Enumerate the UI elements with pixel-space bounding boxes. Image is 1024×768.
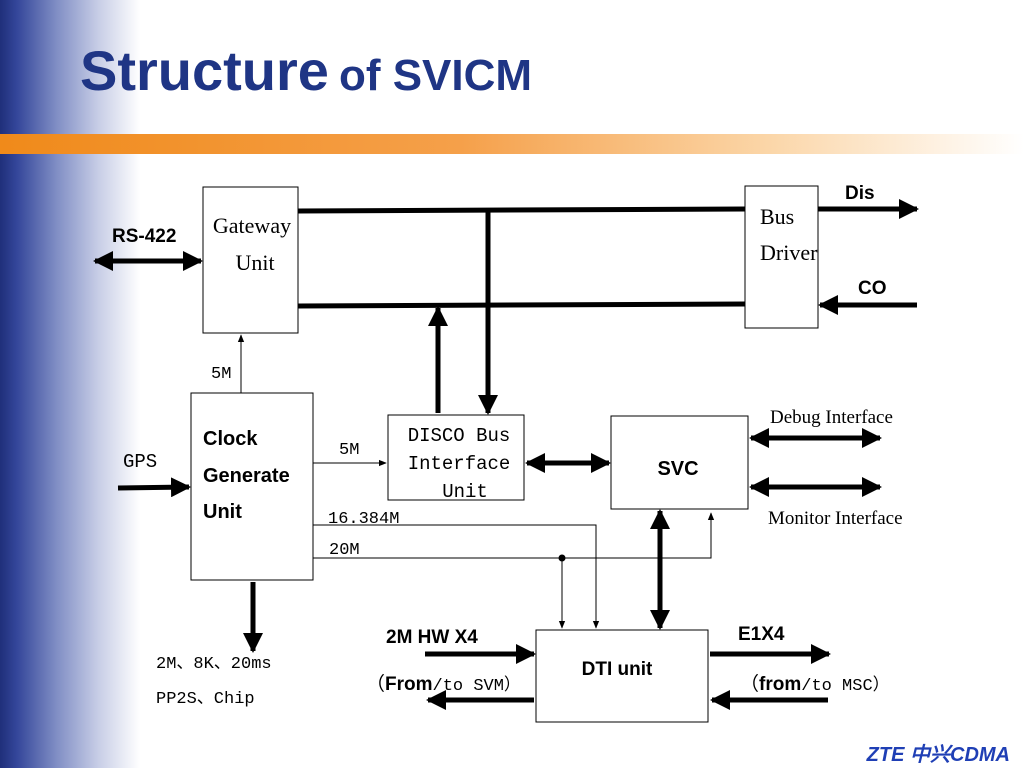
rs422-label: RS-422 bbox=[112, 226, 176, 247]
from-svm-paren: （ bbox=[366, 673, 385, 696]
bus-driver-box bbox=[744, 185, 819, 329]
gps-label: GPS bbox=[123, 451, 157, 473]
freq-16-label: 16.384M bbox=[328, 510, 399, 529]
clock-label-line1: Clock bbox=[203, 428, 258, 450]
orange-accent-bar bbox=[0, 134, 1024, 154]
monitor-interface-label: Monitor Interface bbox=[768, 508, 903, 529]
from-to-svm-label: （From/to SVM） bbox=[366, 673, 521, 696]
dti-label: DTI unit bbox=[582, 659, 653, 680]
from-svm-rest: /to SVM） bbox=[433, 675, 521, 696]
clk-to-disco-label: 5M bbox=[339, 441, 359, 460]
disco-label-line3: Unit bbox=[442, 481, 488, 503]
left-gradient-band bbox=[0, 0, 140, 768]
lower-bus-line bbox=[297, 301, 746, 309]
svc-label: SVC bbox=[657, 458, 698, 480]
from-msc-paren: （ bbox=[740, 673, 759, 696]
from-svm-bold: From bbox=[385, 674, 433, 695]
disco-label-line1: DISCO Bus bbox=[408, 425, 511, 447]
debug-interface-label: Debug Interface bbox=[770, 407, 893, 428]
hw-in-label: 2M HW X4 bbox=[386, 627, 478, 648]
from-to-msc-label: （from/to MSC） bbox=[740, 673, 890, 696]
bus-driver-label-line2: Driver bbox=[760, 240, 818, 265]
from-msc-bold: from bbox=[759, 674, 801, 695]
freq-16-line bbox=[313, 524, 600, 629]
gateway-unit-box bbox=[202, 186, 299, 334]
junction-dot bbox=[558, 554, 566, 562]
disco-label-line2: Interface bbox=[408, 453, 511, 475]
freq-20-label: 20M bbox=[329, 541, 360, 560]
clock-label-line2: Generate bbox=[203, 465, 290, 487]
clock-outputs-line2: PP2S、Chip bbox=[156, 690, 255, 709]
clock-outputs-line1: 2M、8K、20ms bbox=[156, 655, 272, 674]
disco-bus-interface-box bbox=[387, 414, 525, 501]
footer-brand: ZTE 中兴CDMA bbox=[866, 744, 1010, 766]
freq-20-line bbox=[313, 512, 715, 559]
gateway-label-line1: Gateway bbox=[213, 213, 291, 238]
title-rest: of SVICM bbox=[338, 51, 533, 100]
from-msc-rest: /to MSC） bbox=[801, 675, 889, 696]
co-label: CO bbox=[858, 278, 887, 299]
dti-unit-box bbox=[535, 629, 709, 723]
svc-box bbox=[610, 415, 749, 510]
title-main: Structure bbox=[80, 39, 329, 102]
gateway-label-line2: Unit bbox=[235, 250, 274, 275]
dis-label: Dis bbox=[845, 183, 875, 204]
clk-to-gateway-label: 5M bbox=[211, 365, 231, 384]
bus-driver-label-line1: Bus bbox=[760, 204, 794, 229]
upper-bus-line bbox=[297, 206, 746, 214]
clock-label-line3: Unit bbox=[203, 501, 242, 523]
e1-label: E1X4 bbox=[738, 624, 785, 645]
clock-generate-unit-box bbox=[190, 392, 314, 581]
gps-arrow bbox=[117, 477, 191, 498]
